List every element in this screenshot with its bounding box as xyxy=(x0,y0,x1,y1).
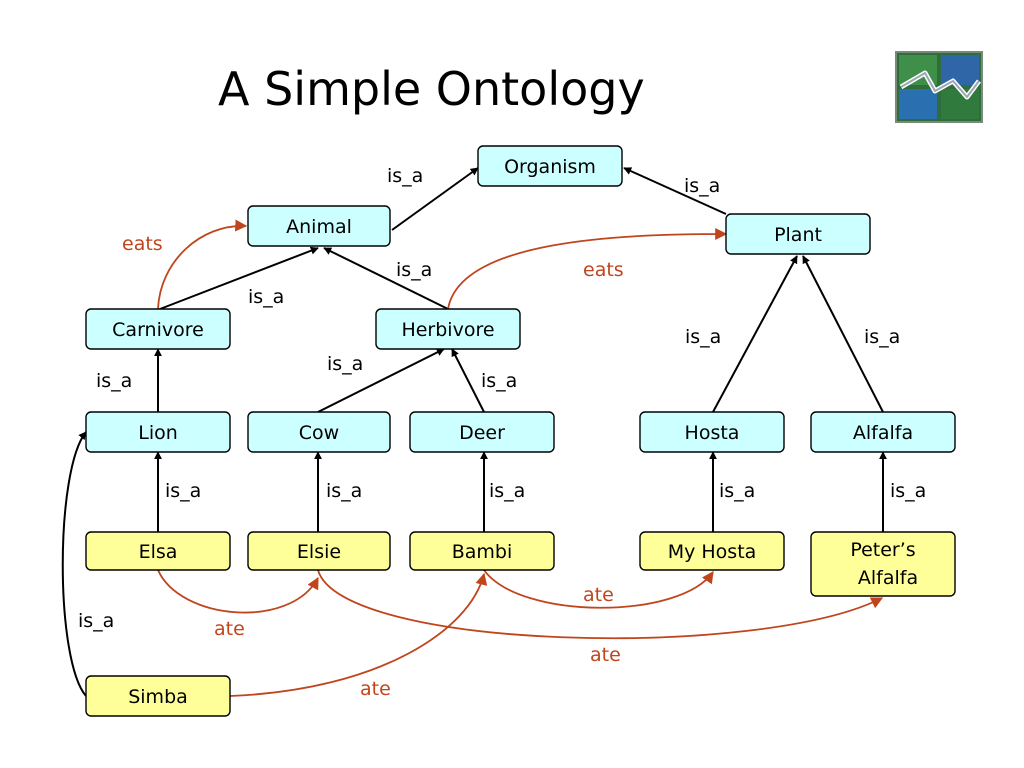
node-animal-label: Animal xyxy=(286,216,352,238)
node-hosta: Hosta xyxy=(639,411,785,453)
label-isa-simba-lion: is_a xyxy=(78,610,114,632)
node-organism-label: Organism xyxy=(504,156,596,178)
node-herbivore: Herbivore xyxy=(375,308,521,350)
label-isa-bambi-deer: is_a xyxy=(489,480,525,502)
label-isa-alfalfa-plant: is_a xyxy=(864,326,900,348)
edge-animal-organism xyxy=(391,167,479,231)
label-isa-hosta-plant: is_a xyxy=(685,326,721,348)
slide-title: A Simple Ontology xyxy=(218,62,645,116)
node-lion: Lion xyxy=(85,411,231,453)
label-isa-elsie-cow: is_a xyxy=(326,480,362,502)
node-elsie-label: Elsie xyxy=(297,541,341,563)
node-deer-label: Deer xyxy=(459,422,505,444)
label-isa-elsa-lion: is_a xyxy=(165,480,201,502)
node-animal: Animal xyxy=(247,205,391,247)
node-plant: Plant xyxy=(725,213,871,255)
edge-simba-ate-bambi xyxy=(229,572,488,697)
edge-cow-herbivore xyxy=(317,348,445,413)
label-isa-peters-alfalfa: is_a xyxy=(890,480,926,502)
label-ate-elsie-peters: ate xyxy=(590,644,621,666)
node-herbivore-label: Herbivore xyxy=(401,319,494,341)
edge-plant-organism xyxy=(623,167,727,215)
label-isa-carnivore-animal: is_a xyxy=(248,286,284,308)
edge-deer-herbivore xyxy=(451,348,485,413)
node-lion-label: Lion xyxy=(138,422,178,444)
edge-carnivore-animal xyxy=(159,246,319,310)
label-ate-simba-bambi: ate xyxy=(360,678,391,700)
node-organism: Organism xyxy=(477,145,623,187)
edge-herbivore-eats-plant xyxy=(447,228,728,310)
edge-herbivore-animal xyxy=(323,247,449,310)
edge-carnivore-eats-animal xyxy=(157,219,248,310)
node-elsa-label: Elsa xyxy=(139,541,178,563)
node-elsie: Elsie xyxy=(247,531,391,571)
label-isa-animal-organism: is_a xyxy=(387,165,423,187)
label-isa-deer-herbivore: is_a xyxy=(481,370,517,392)
label-eats-carnivore-animal: eats xyxy=(122,233,163,255)
node-simba: Simba xyxy=(85,675,231,717)
node-bambi-label: Bambi xyxy=(452,541,513,563)
label-isa-plant-organism: is_a xyxy=(684,175,720,197)
node-carnivore: Carnivore xyxy=(85,308,231,350)
node-peters-alfalfa-line2: Alfalfa xyxy=(858,567,918,589)
label-isa-myhosta-hosta: is_a xyxy=(719,480,755,502)
node-carnivore-label: Carnivore xyxy=(112,319,204,341)
label-isa-herbivore-animal: is_a xyxy=(396,259,432,281)
edge-simba-lion xyxy=(61,431,87,697)
node-hosta-label: Hosta xyxy=(685,422,740,444)
node-my-hosta-label: My Hosta xyxy=(668,541,757,563)
edge-alfalfa-plant xyxy=(802,255,884,413)
node-plant-label: Plant xyxy=(774,224,822,246)
label-ate-elsa-elsie: ate xyxy=(214,618,245,640)
node-elsa: Elsa xyxy=(85,531,231,571)
node-peters-alfalfa: Peter’s Alfalfa xyxy=(810,531,956,597)
edge-hosta-plant xyxy=(712,255,798,413)
edge-elsa-ate-elsie xyxy=(157,569,319,614)
logo-icon xyxy=(895,51,983,123)
node-cow-label: Cow xyxy=(299,422,339,444)
label-eats-herbivore-plant: eats xyxy=(583,259,624,281)
node-bambi: Bambi xyxy=(409,531,555,571)
node-my-hosta: My Hosta xyxy=(639,531,785,571)
edge-elsie-ate-peters xyxy=(317,569,884,640)
node-peters-alfalfa-line1: Peter’s xyxy=(850,539,915,561)
label-isa-cow-herbivore: is_a xyxy=(327,353,363,375)
label-ate-bambi-myhosta: ate xyxy=(583,584,614,606)
node-cow: Cow xyxy=(247,411,391,453)
edge-bambi-ate-myhosta xyxy=(483,569,714,609)
node-alfalfa-label: Alfalfa xyxy=(853,422,913,444)
node-simba-label: Simba xyxy=(128,686,188,708)
label-isa-lion-carnivore: is_a xyxy=(96,370,132,392)
node-alfalfa: Alfalfa xyxy=(810,411,956,453)
node-deer: Deer xyxy=(409,411,555,453)
